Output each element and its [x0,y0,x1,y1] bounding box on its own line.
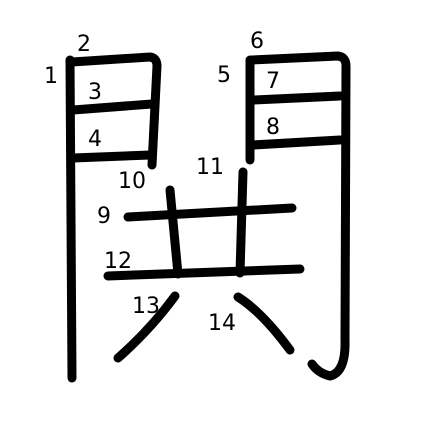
stroke-4 [68,150,155,163]
stroke-number-1: 1 [44,64,58,89]
stroke-number-12: 12 [104,249,132,274]
stroke-number-11: 11 [196,155,224,180]
stroke-13 [113,291,180,363]
stroke-9 [123,203,297,222]
stroke-11 [235,167,248,278]
stroke-7 [248,91,345,105]
stroke-number-2: 2 [77,32,91,57]
stroke-12 [103,264,305,281]
stroke-3 [68,99,157,115]
stroke-number-4: 4 [88,127,102,152]
stroke-number-9: 9 [97,204,111,229]
stroke-number-3: 3 [88,80,102,105]
stroke-10 [165,185,183,279]
stroke-number-14: 14 [208,311,236,336]
stroke-number-10: 10 [118,169,146,194]
stroke-2 [67,52,162,170]
stroke-number-7: 7 [266,69,280,94]
stroke-number-5: 5 [217,63,231,88]
stroke-number-6: 6 [250,29,264,54]
stroke-8 [248,135,345,150]
stroke-6 [247,51,351,381]
stroke-number-8: 8 [266,115,280,140]
stroke-14 [233,292,295,355]
stroke-number-13: 13 [132,294,160,319]
